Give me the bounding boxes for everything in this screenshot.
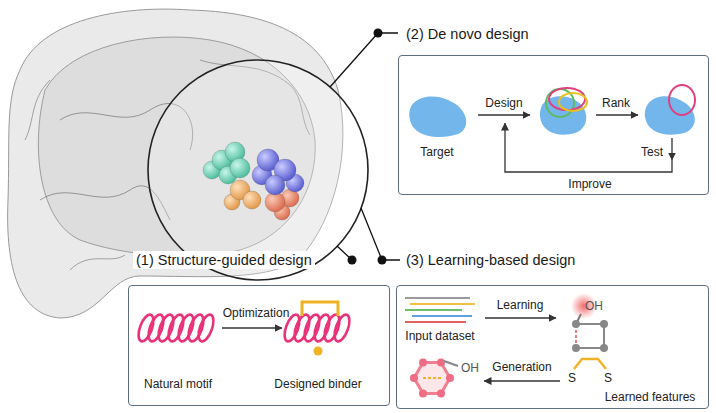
surface-crease — [70, 255, 125, 270]
leader-lines — [330, 33, 400, 260]
flow-arrow — [478, 114, 530, 115]
generated-molecule — [410, 358, 458, 397]
helix-turn — [322, 313, 343, 343]
helix-turn — [332, 313, 353, 343]
staple-linker — [302, 302, 338, 316]
helix-turn — [292, 313, 313, 343]
helix-turn — [166, 313, 187, 343]
atom-sphere — [230, 158, 250, 178]
panel-label: Improve — [568, 177, 611, 191]
data-line — [405, 321, 466, 323]
helix-turn — [196, 313, 217, 343]
panel-label: Design — [485, 96, 522, 110]
atom — [572, 320, 580, 328]
flow-arrow — [484, 380, 560, 381]
helix-turn — [146, 313, 167, 343]
panel-heading: (2) De novo design — [403, 25, 532, 43]
bond — [576, 347, 604, 349]
atom-sphere — [243, 191, 261, 209]
atom — [600, 320, 608, 328]
design-candidate — [559, 93, 587, 111]
data-line — [405, 309, 462, 311]
panel-label: OH — [585, 299, 603, 313]
atom — [419, 358, 427, 366]
binding-site-spheres — [203, 142, 304, 220]
atom-sphere — [265, 175, 285, 195]
panel-label: Test — [641, 145, 663, 159]
target-blob — [409, 97, 466, 137]
panel-label: Target — [420, 145, 453, 159]
panel-label: Designed binder — [274, 377, 361, 391]
leader-dot — [348, 256, 357, 265]
input-dataset-lines — [405, 298, 475, 322]
panel-label: Input dataset — [405, 329, 474, 343]
design-candidate — [549, 88, 585, 110]
panel-label: Learned features — [605, 390, 696, 404]
panel-label: OH — [461, 361, 479, 375]
panel-heading: (1) Structure-guided design — [133, 251, 315, 269]
surface-crease — [25, 80, 50, 140]
panel-heading: (3) Learning-based design — [403, 251, 578, 269]
helix-turn — [312, 313, 333, 343]
feedback-arrow — [505, 123, 672, 172]
leader-dot — [374, 29, 383, 38]
bond-dashed — [423, 377, 441, 379]
flow-arrow — [596, 114, 638, 115]
helix-turn — [302, 313, 323, 343]
panel-label: Optimization — [223, 306, 290, 320]
bond — [576, 323, 604, 325]
bond-stub — [444, 361, 458, 366]
data-line — [405, 297, 470, 299]
data-line — [412, 315, 472, 317]
designed-helix — [282, 313, 353, 343]
atom — [600, 344, 608, 352]
modification-dot — [314, 347, 323, 356]
atom — [437, 358, 445, 366]
helix-turn — [186, 313, 207, 343]
atom — [410, 374, 418, 382]
atom — [419, 390, 427, 398]
natural-helix — [136, 313, 217, 343]
leader-dot — [378, 256, 387, 265]
flow-arrow — [485, 317, 556, 318]
ring-feature — [572, 320, 608, 352]
panel-label: S — [568, 371, 576, 385]
atom — [572, 344, 580, 352]
leader-line — [330, 33, 398, 87]
panel-label: S — [604, 371, 612, 385]
helix-turn — [136, 313, 157, 343]
helix-turn — [176, 313, 197, 343]
de-novo-drawing — [409, 85, 695, 172]
panel-label: Natural motif — [144, 377, 212, 391]
ranked-design — [669, 85, 695, 115]
atom — [446, 374, 454, 382]
data-line — [410, 303, 475, 305]
helix-turn — [156, 313, 177, 343]
panel-label: Rank — [602, 96, 630, 110]
molecule-ring — [414, 362, 450, 393]
zoom-lens — [148, 60, 368, 280]
disulfide-bond — [574, 359, 606, 369]
panel-box: (2) De novo design — [398, 55, 709, 195]
panel-label: Generation — [492, 360, 551, 374]
flow-arrow — [671, 138, 672, 160]
atom — [437, 390, 445, 398]
leader-line — [361, 208, 400, 260]
panel-label: Learning — [497, 298, 544, 312]
flow-arrow — [222, 327, 282, 328]
